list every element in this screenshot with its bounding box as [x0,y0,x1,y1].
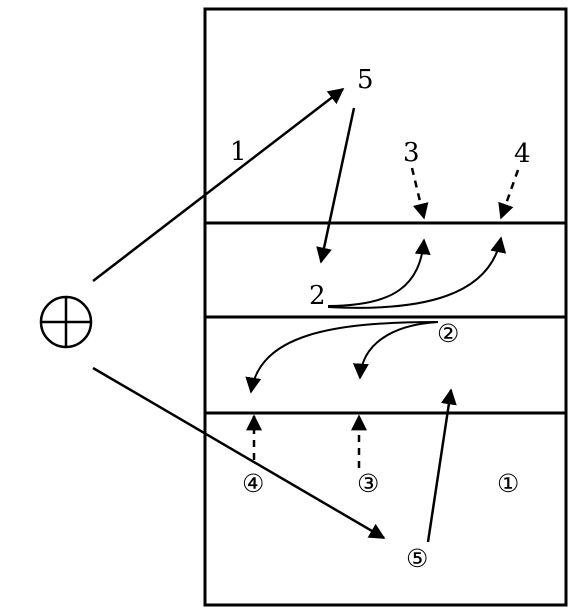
curve-c2-to-c4 [245,321,439,394]
label-mid-2: 2 [309,281,326,311]
label-top-4: 4 [514,139,531,169]
arrow-4-dashed [498,169,520,220]
label-top-3: 3 [403,138,420,168]
crosshair-circle-icon [39,295,93,349]
arrow-3-dashed [410,167,429,220]
arrow-5-to-2 [316,107,356,264]
label-circled-4: ④ [242,469,264,498]
arrow-ball-to-5 [92,88,345,282]
court-boundary [203,7,568,607]
curve-c2-to-c3 [352,321,439,380]
curve-2-to-4 [327,236,507,309]
label-top-5: 5 [357,65,374,95]
label-circled-2: ② [437,319,459,348]
arrow-ball-to-c5 [92,366,386,540]
label-circled-3: ③ [357,469,379,498]
arrow-c5-up [426,388,457,543]
label-top-1: 1 [230,137,247,167]
curve-2-to-3 [327,238,431,307]
label-circled-1: ① [497,469,519,498]
label-circled-5: ⑤ [406,544,428,573]
